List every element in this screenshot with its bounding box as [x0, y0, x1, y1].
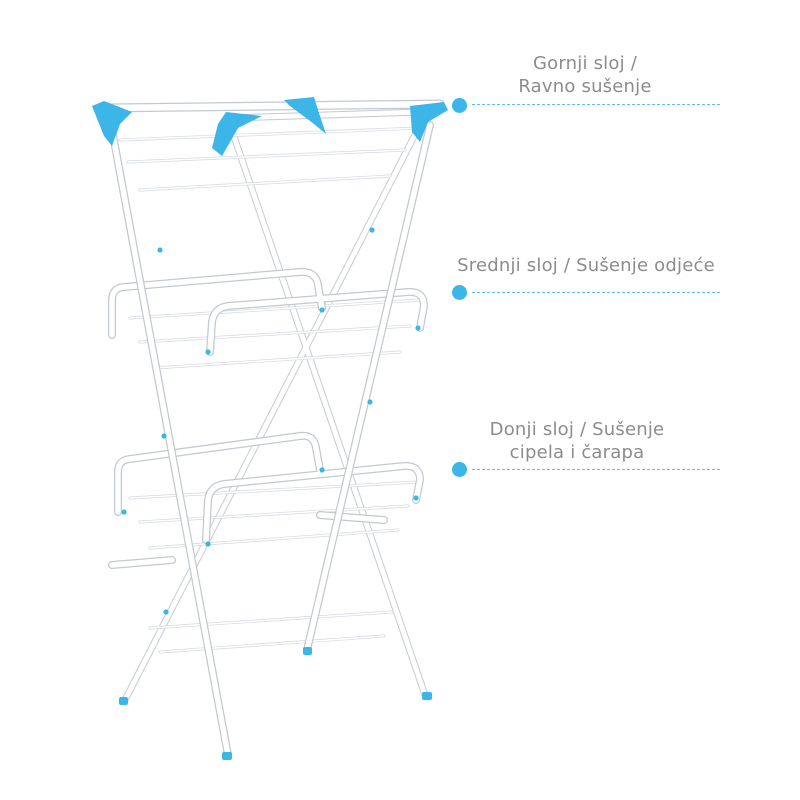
rack-top-end-caps	[92, 97, 448, 156]
dot-marker-icon	[452, 462, 467, 477]
callout-bottom-tier-text: Donji sloj / Sušenje cipela i čarapa	[462, 418, 692, 464]
callout-top-line2: Ravno sušenje	[518, 76, 652, 97]
rack-tier-frames	[108, 267, 428, 569]
rack-back-legs	[121, 121, 429, 704]
callout-bottom-line2: cipela i čarapa	[509, 442, 645, 463]
dot-marker-icon	[452, 285, 467, 300]
callout-bottom-line1: Donji sloj / Sušenje	[489, 419, 665, 440]
callout-middle-leader-line	[472, 292, 720, 293]
rack-foot-caps	[119, 647, 432, 760]
rack-top-rail	[97, 99, 445, 122]
rack-front-legs	[108, 121, 434, 759]
rack-hinges	[121, 227, 421, 615]
callout-middle-tier-text: Srednji sloj / Sušenje odjeće	[436, 254, 736, 277]
callout-middle-line1: Srednji sloj / Sušenje odjeće	[457, 255, 715, 276]
callout-top-tier-text: Gornji sloj / Ravno sušenje	[490, 52, 680, 98]
dot-marker-icon	[452, 98, 467, 113]
callout-bottom-leader-line	[472, 469, 720, 470]
callout-top-leader-line	[472, 104, 720, 105]
callout-top-line1: Gornji sloj /	[533, 53, 637, 74]
